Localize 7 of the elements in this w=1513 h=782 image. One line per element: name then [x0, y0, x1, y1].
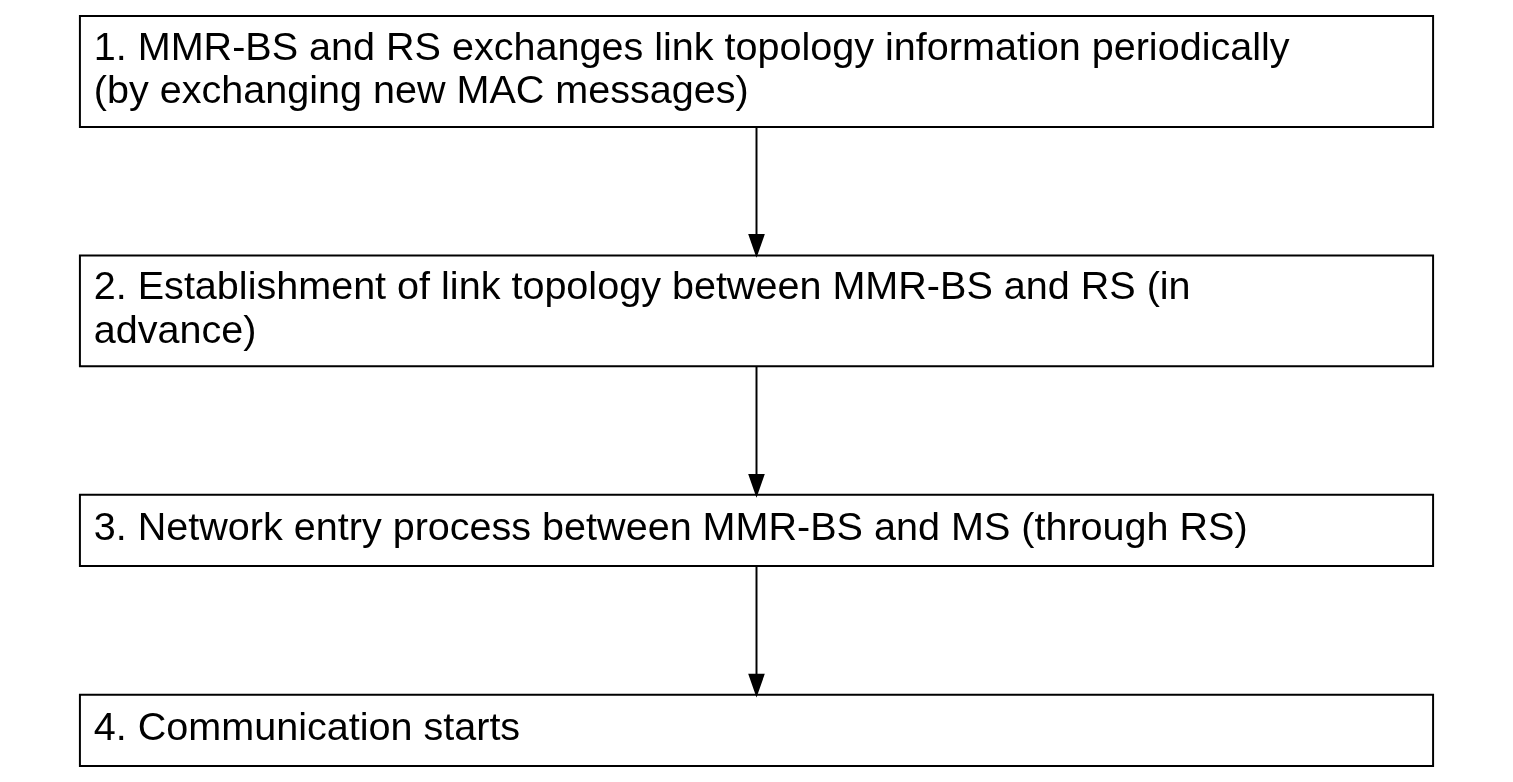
arrow — [748, 125, 765, 258]
node-box: 3. Network entry process between MMR-BS and MS (through RS) — [78, 493, 1435, 568]
arrow — [748, 365, 765, 498]
node-box: 1. MMR-BS and RS exchanges link topology information periodically (by exchanging new MAC messages) — [78, 15, 1435, 128]
node-box: 2. Establishment of link topology between MMR-BS and RS (in advance) — [78, 254, 1435, 368]
arrow — [748, 565, 765, 698]
node-box: 4. Communication starts — [78, 693, 1435, 767]
